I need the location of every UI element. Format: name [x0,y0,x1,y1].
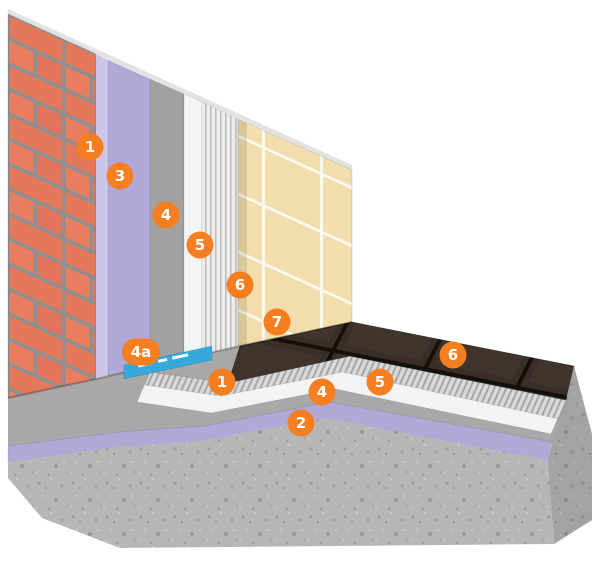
badge-floor-6[interactable] [439,341,467,369]
badge-floor-2[interactable] [287,409,315,437]
badge-wall-1[interactable] [76,133,104,161]
wall-tile-layer [237,118,353,348]
badge-floor-1[interactable] [208,368,236,396]
wall-tile-edge-shadow [238,119,247,347]
wall-mesh-layer [201,101,239,356]
concrete-slab-right [548,366,592,544]
wall-membrane-purple-layer [107,59,151,377]
badge-wall-4[interactable] [152,201,180,229]
wall-assembly [7,9,353,399]
wall-top-edge [8,9,352,170]
floor-assembly [7,321,592,548]
wall-bonding-layer [96,54,108,379]
badge-floor-5[interactable] [366,368,394,396]
tape-marking [171,353,189,360]
wall-board-white-layer [183,93,203,360]
brick-wall-layer [7,13,97,399]
badge-wall-7[interactable] [263,308,291,336]
tape-marking [157,357,168,363]
badge-wall-3[interactable] [106,162,134,190]
concrete-slab-right-shade [548,366,592,544]
badge-floor-4a[interactable] [122,338,160,366]
badge-floor-4[interactable] [308,378,336,406]
sealing-tape [123,345,213,380]
concrete-slab-front [8,418,554,548]
badge-wall-6[interactable] [226,271,254,299]
sealing-tape-strip [123,345,213,380]
badge-wall-5[interactable] [186,231,214,259]
